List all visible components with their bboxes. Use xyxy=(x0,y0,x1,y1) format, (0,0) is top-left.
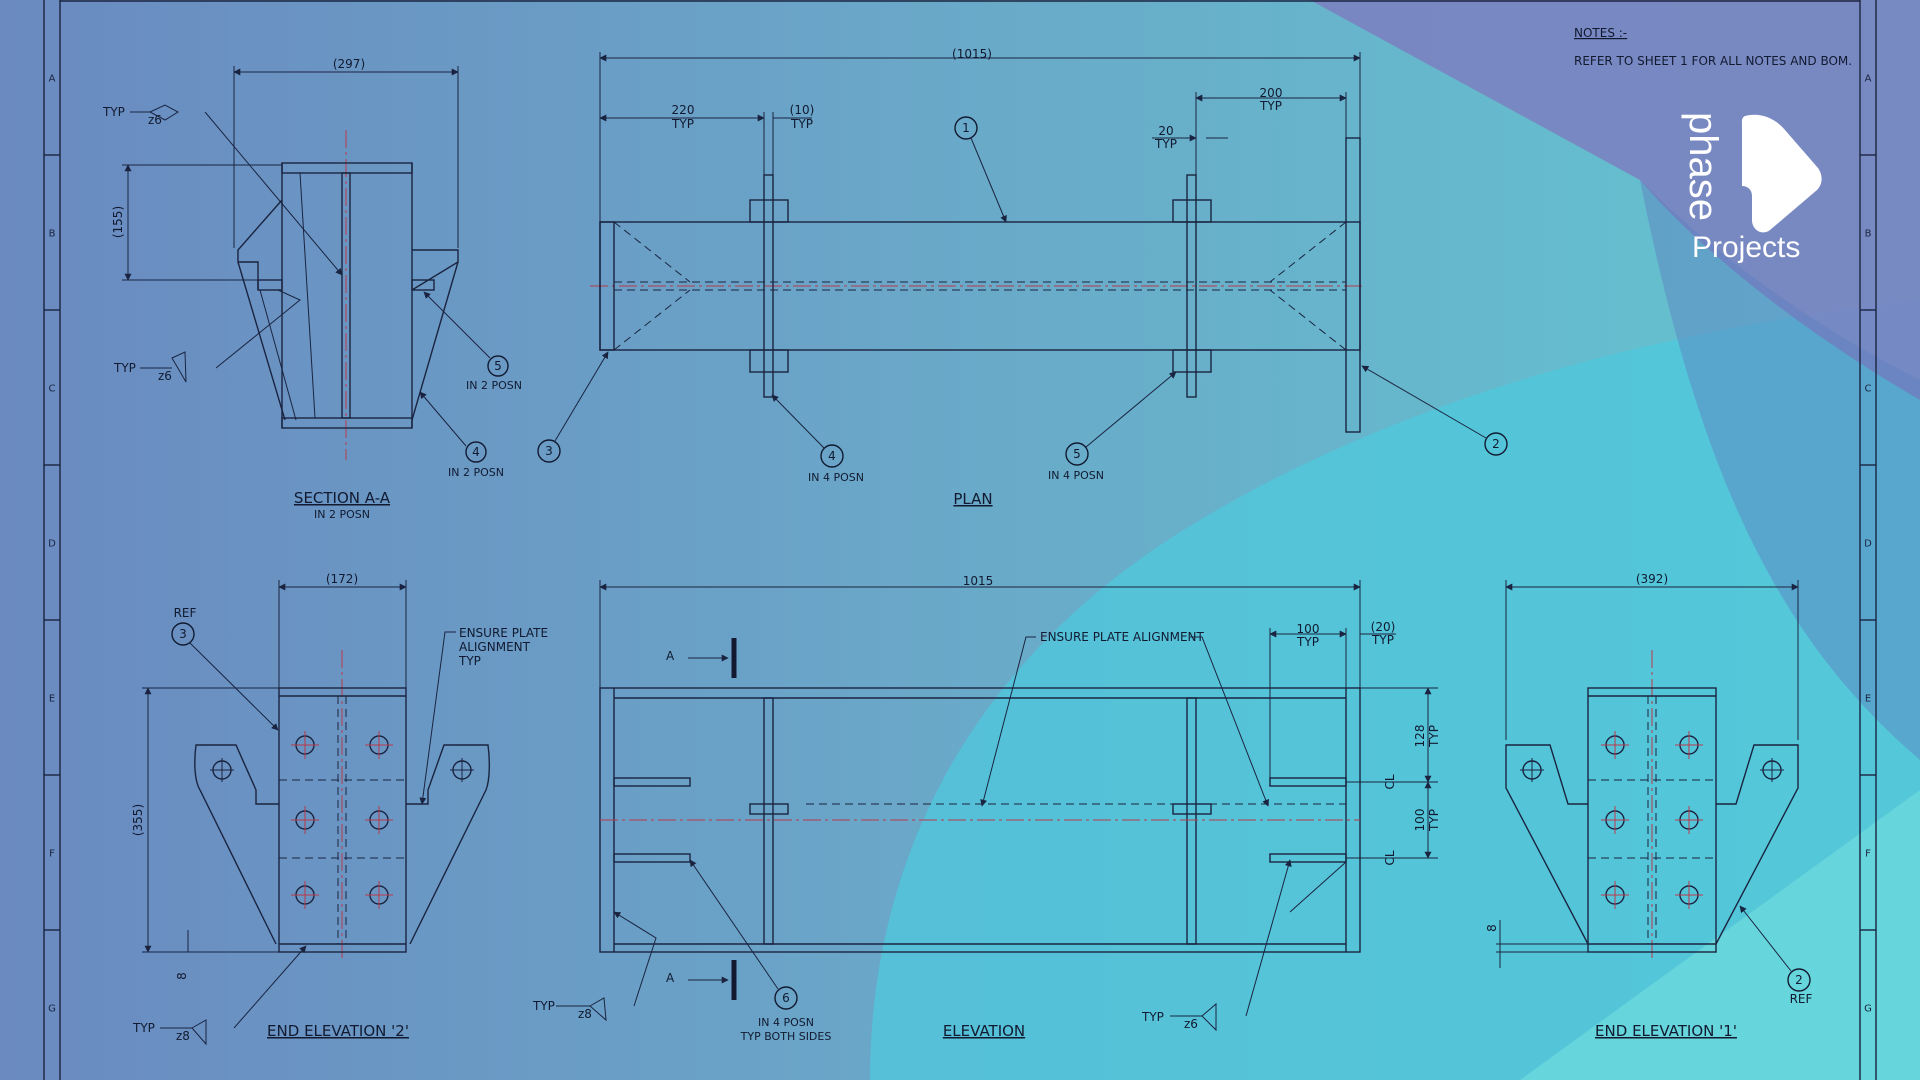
grid-row-label: C xyxy=(1865,384,1872,395)
end-elev-2-weld-typ: TYP xyxy=(132,1021,155,1035)
plan-view: (1015) 220 TYP (10) TYP 200 TYP 20 TYP xyxy=(537,47,1508,508)
elevation-dim-20: (20) xyxy=(1371,620,1396,634)
plan-balloon-5: 5 xyxy=(1073,447,1081,461)
grid-row-label: E xyxy=(49,694,55,705)
end-elevation-2-view: (172) (355) 8 3 REF ENSURE PLATE ALIGNME… xyxy=(131,572,548,1046)
bg-purple-shape xyxy=(1310,0,1920,400)
grid-row-label: A xyxy=(49,74,56,85)
end-elev-1-dim-8: 8 xyxy=(1485,924,1499,932)
plan-dim-10-typ: TYP xyxy=(790,117,813,131)
end-elev-2-note-3: TYP xyxy=(458,654,481,668)
end-elev-2-note-2: ALIGNMENT xyxy=(459,640,531,654)
end-elev-1-title: END ELEVATION '1' xyxy=(1595,1022,1737,1040)
elevation-dim-128-typ: TYP xyxy=(1427,725,1441,748)
phase-projects-logo: phase Projects xyxy=(1681,112,1822,264)
section-aa-weld-bot-size: z6 xyxy=(158,369,172,383)
section-aa-dim-height: (155) xyxy=(111,206,125,238)
section-aa-title: SECTION A-A xyxy=(294,489,391,507)
grid-row-label: E xyxy=(1865,694,1871,705)
elevation-dim-128: 128 xyxy=(1413,725,1427,748)
end-elev-1-balloon-2: 2 xyxy=(1795,973,1803,987)
bg-purple-band xyxy=(1640,180,1920,760)
notes-line-1: REFER TO SHEET 1 FOR ALL NOTES AND BOM. xyxy=(1574,54,1852,68)
end-elev-2-weld-size: z8 xyxy=(176,1029,190,1043)
grid-row-label: D xyxy=(1864,539,1872,550)
plan-dim-200: 200 xyxy=(1260,86,1283,100)
elevation-balloon-6-note-1: IN 4 POSN xyxy=(758,1016,814,1029)
end-elev-2-balloon-3: 3 xyxy=(179,627,187,641)
elevation-dim-100v: 100 xyxy=(1413,809,1427,832)
plan-balloon-4-note: IN 4 POSN xyxy=(808,471,864,484)
end-elev-2-title: END ELEVATION '2' xyxy=(267,1022,409,1040)
elevation-cl-1: CL xyxy=(1383,774,1397,789)
elevation-dim-20-typ: TYP xyxy=(1371,633,1394,647)
end-elev-2-dim-width: (172) xyxy=(326,572,358,586)
notes-heading: NOTES :- xyxy=(1574,26,1627,40)
elevation-dim-100-typ: TYP xyxy=(1296,635,1319,649)
section-aa-dim-width: (297) xyxy=(333,57,365,71)
grid-row-ticks: A A B B C C D D E E F F G G xyxy=(44,74,1876,1015)
section-aa-balloon-4: 4 xyxy=(472,445,480,459)
section-aa-weld-top-typ: TYP xyxy=(102,105,125,119)
elevation-dim-100v-typ: TYP xyxy=(1427,809,1441,832)
plan-dim-220: 220 xyxy=(672,103,695,117)
elevation-view: 1015 100 TYP (20) TYP 128 TYP 100 TYP CL xyxy=(532,574,1441,1043)
end-elev-1-bolt-holes xyxy=(1601,731,1703,909)
grid-row-label: G xyxy=(1864,1004,1872,1015)
grid-row-label: B xyxy=(1865,229,1872,240)
elevation-weld-left-size: z8 xyxy=(578,1007,592,1021)
grid-row-label: C xyxy=(49,384,56,395)
elevation-dim-100: 100 xyxy=(1297,622,1320,636)
elevation-dim-overall: 1015 xyxy=(963,574,994,588)
end-elev-2-dim-8: 8 xyxy=(175,972,189,980)
section-aa-weld-top-size: z6 xyxy=(148,113,162,127)
elevation-balloon-6: 6 xyxy=(782,991,790,1005)
plan-balloon-5-note: IN 4 POSN xyxy=(1048,469,1104,482)
end-elev-2-dim-height: (355) xyxy=(131,804,145,836)
end-elev-1-dim-width: (392) xyxy=(1636,572,1668,586)
elevation-note-align: ENSURE PLATE ALIGNMENT xyxy=(1040,630,1205,644)
elevation-balloon-6-note-2: TYP BOTH SIDES xyxy=(740,1030,832,1043)
plan-dim-20-typ: TYP xyxy=(1154,137,1177,151)
section-aa-balloon-5: 5 xyxy=(494,359,502,373)
end-elev-2-note-1: ENSURE PLATE xyxy=(459,626,548,640)
plan-dim-20: 20 xyxy=(1158,124,1173,138)
plan-dim-200-typ: TYP xyxy=(1259,99,1282,113)
section-aa-balloon-5-note: IN 2 POSN xyxy=(466,379,522,392)
elevation-cl-2: CL xyxy=(1383,850,1397,865)
elevation-weld-right-size: z6 xyxy=(1184,1017,1198,1031)
section-aa-view: (297) (155) TYP z6 TYP z6 5 IN 2 POSN 4 xyxy=(102,57,522,521)
section-aa-subtitle: IN 2 POSN xyxy=(314,508,370,521)
end-elev-2-bolt-holes xyxy=(291,731,393,909)
logo-mark-icon xyxy=(1741,114,1822,233)
grid-row-label: A xyxy=(1865,74,1872,85)
grid-row-label: G xyxy=(48,1004,56,1015)
plan-balloon-1: 1 xyxy=(962,121,970,135)
plan-title: PLAN xyxy=(953,490,992,508)
section-aa-weld-bot-typ: TYP xyxy=(113,361,136,375)
plan-dim-overall: (1015) xyxy=(952,47,992,61)
plan-balloon-2: 2 xyxy=(1492,437,1500,451)
bg-cyan-shape xyxy=(870,300,1920,1080)
grid-row-label: F xyxy=(1865,849,1871,860)
end-elev-1-ref: REF xyxy=(1790,992,1813,1006)
plan-dim-10: (10) xyxy=(790,103,815,117)
grid-row-label: F xyxy=(49,849,55,860)
elevation-title: ELEVATION xyxy=(943,1022,1025,1040)
end-elev-2-ref: REF xyxy=(174,606,197,620)
section-aa-balloon-4-note: IN 2 POSN xyxy=(448,466,504,479)
grid-row-label: B xyxy=(49,229,56,240)
elevation-section-a-bot: A xyxy=(666,971,675,985)
grid-row-label: D xyxy=(48,539,56,550)
plan-balloon-4: 4 xyxy=(828,449,836,463)
elevation-section-a-top: A xyxy=(666,649,675,663)
plan-balloon-3: 3 xyxy=(545,444,553,458)
end-elevation-1-view: (392) 8 2 REF END ELEVATION '1' xyxy=(1485,572,1813,1040)
elevation-weld-right-typ: TYP xyxy=(1141,1010,1164,1024)
logo-word-phase: phase xyxy=(1681,112,1725,221)
elevation-weld-left-typ: TYP xyxy=(532,999,555,1013)
logo-word-projects: Projects xyxy=(1692,231,1800,264)
plan-dim-220-typ: TYP xyxy=(671,117,694,131)
